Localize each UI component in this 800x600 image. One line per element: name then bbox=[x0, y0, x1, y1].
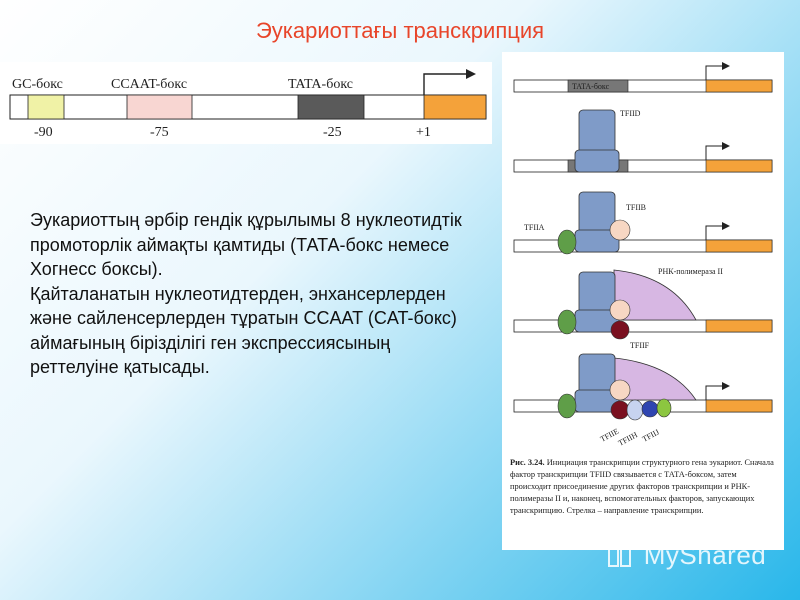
slide-title: Эукариоттағы транскрипция bbox=[255, 18, 545, 43]
tfiif-label: TFIIF bbox=[630, 341, 650, 350]
ccaat-box-label: CCAAT-бокс bbox=[111, 77, 187, 92]
body-text: Эукариоттың әрбір гендік құрылымы 8 нукл… bbox=[30, 210, 462, 377]
tata-box-label: TATA-бокс bbox=[288, 77, 353, 92]
gc-box-label: GC-бокс bbox=[12, 77, 63, 92]
watermark-text: MyShared bbox=[643, 540, 767, 570]
caption-number: Рис. 3.24. bbox=[510, 458, 545, 467]
figure-caption: Рис. 3.24. Инициация транскрипции структ… bbox=[510, 457, 776, 517]
tfiid-label: TFIID bbox=[620, 109, 641, 118]
start-site-position: +1 bbox=[416, 125, 431, 140]
tfiif-shape bbox=[610, 320, 630, 340]
step-1: TATA-бокс bbox=[513, 62, 773, 93]
ccaat-box-region bbox=[126, 94, 193, 120]
step-5: TFIIE TFIIH TFIIJ bbox=[513, 353, 773, 448]
transcription-initiation-figure: TATA-бокс TFIID TFIIA TFII bbox=[502, 52, 784, 550]
transcribed-region bbox=[423, 94, 487, 120]
tfiib-shape bbox=[609, 219, 631, 241]
tfiie-shape bbox=[626, 399, 644, 421]
tfiid-shape bbox=[578, 109, 616, 157]
tfiih-label: TFIIH bbox=[617, 430, 639, 448]
promoter-diagram: GC-бокс CCAAT-бокс TATA-бокс -90 -75 -25… bbox=[0, 62, 492, 144]
tfiih-shape bbox=[641, 400, 659, 418]
tfiia-shape bbox=[557, 229, 577, 255]
tfiib-label: TFIIB bbox=[626, 203, 646, 212]
tata-box-region bbox=[297, 94, 365, 120]
tata-box-figure-label: TATA-бокс bbox=[572, 82, 610, 91]
rna-polymerase-shape bbox=[613, 269, 697, 321]
rna-polymerase-label: РНК-полимераза II bbox=[658, 267, 723, 276]
ccaat-box-position: -75 bbox=[150, 125, 169, 140]
step-2: TFIID bbox=[513, 109, 773, 173]
tfiia-label: TFIIA bbox=[524, 223, 545, 232]
tfiij-shape bbox=[656, 398, 672, 418]
transcription-arrow-icon bbox=[423, 73, 470, 95]
tata-box-position: -25 bbox=[323, 125, 342, 140]
step-3: TFIIA TFIIB bbox=[513, 191, 773, 255]
caption-text: Инициация транскрипции структурного гена… bbox=[510, 458, 774, 515]
tfiij-label: TFIIJ bbox=[641, 427, 661, 443]
myshared-logo-icon bbox=[608, 547, 631, 568]
step-4: РНК-полимераза II TFIIF bbox=[513, 267, 773, 350]
watermark: MyShared bbox=[606, 540, 766, 571]
dna-strand bbox=[9, 94, 487, 120]
gc-box-region bbox=[27, 94, 65, 120]
gc-box-position: -90 bbox=[34, 125, 53, 140]
